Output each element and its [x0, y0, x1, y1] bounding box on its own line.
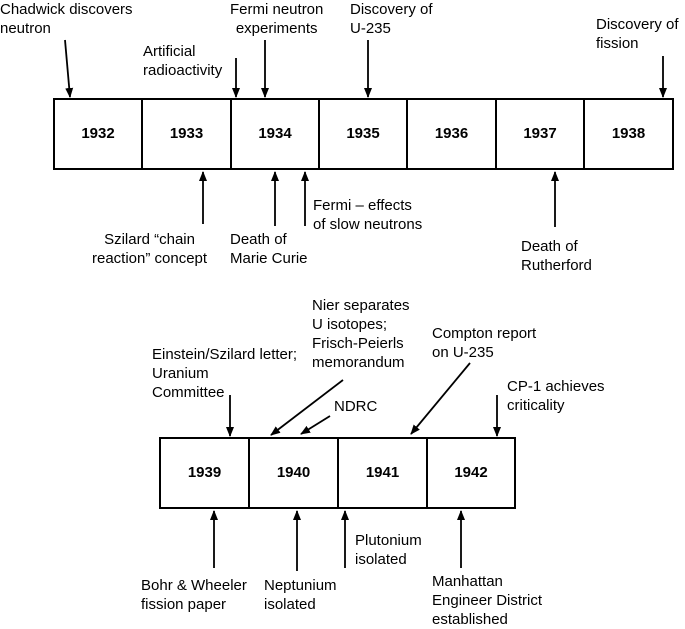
timeline-2-boxes — [159, 437, 516, 509]
timeline-1-arrows — [64, 39, 667, 227]
year-1934: 1934 — [258, 125, 292, 142]
year-1942: 1942 — [454, 464, 488, 481]
event-ndrc: NDRC — [334, 398, 378, 415]
timeline-2-arrows — [210, 362, 501, 571]
year-1932: 1932 — [81, 125, 115, 142]
year-1933: 1933 — [169, 125, 204, 142]
event-manhattan-district: Manhattan Engineer District established — [432, 573, 543, 628]
arrow-chadwick — [64, 39, 74, 98]
event-nier-frisch-peierls: Nier separates U isotopes; Frisch-Peierl… — [312, 297, 410, 371]
event-fermi-neutron-experiments: Fermi neutron experiments — [230, 1, 324, 37]
event-neptunium-isolated: Neptunium isolated — [264, 577, 337, 613]
event-bohr-wheeler: Bohr & Wheeler fission paper — [141, 577, 247, 613]
event-plutonium-isolated: Plutonium isolated — [355, 532, 422, 568]
event-discovery-fission: Discovery of fission — [596, 16, 679, 52]
event-death-rutherford: Death of Rutherford — [521, 238, 592, 274]
event-artificial-radioactivity: Artificial radioactivity — [143, 43, 223, 79]
event-fermi-slow-neutrons: Fermi – effects of slow neutrons — [313, 197, 423, 233]
year-1940: 1940 — [276, 464, 311, 481]
arrow-ndrc — [300, 415, 331, 435]
year-1936: 1936 — [434, 125, 469, 142]
event-discovery-u235: Discovery of U-235 — [350, 1, 433, 37]
event-einstein-szilard-letter: Einstein/Szilard letter; Uranium Committ… — [152, 346, 298, 401]
event-chadwick: Chadwick discovers neutron — [0, 1, 133, 37]
event-death-marie-curie: Death of Marie Curie — [230, 231, 308, 267]
year-1937: 1937 — [523, 125, 557, 142]
year-1938: 1938 — [611, 125, 646, 142]
event-compton-report: Compton report on U-235 — [432, 325, 537, 361]
arrow-nier — [270, 379, 344, 436]
arrow-compton — [410, 362, 471, 435]
year-1935: 1935 — [346, 125, 380, 142]
year-1939: 1939 — [187, 464, 222, 481]
year-1941: 1941 — [365, 464, 400, 481]
event-cp1-criticality: CP-1 achieves criticality — [507, 378, 605, 414]
event-szilard-chain-reaction: Szilard “chain reaction” concept — [92, 231, 208, 267]
timeline-1-boxes — [53, 98, 674, 170]
